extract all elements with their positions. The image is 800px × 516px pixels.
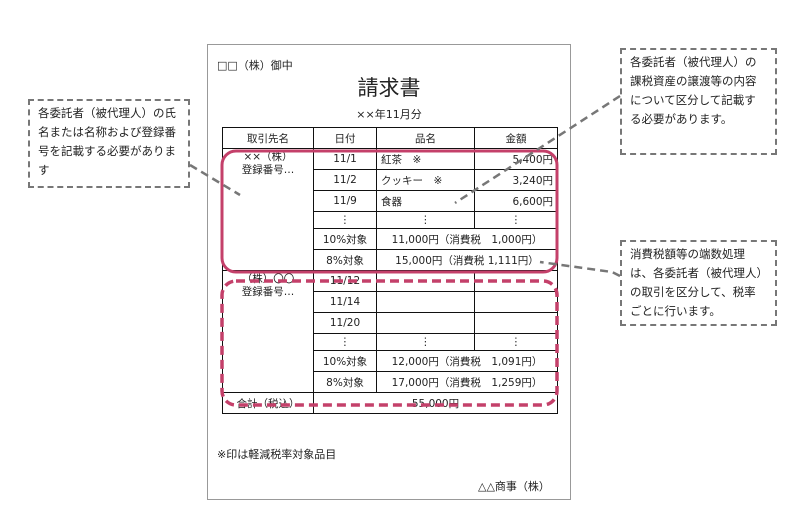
table-row: （株）〇〇登録番号… 11/12 [222, 270, 558, 393]
invoice-table: 取引先名 日付 品名 金額 ××（株）登録番号… 11/1 紅茶 ※ 5,400… [222, 127, 558, 414]
issuer-name: △△商事（株） [478, 480, 550, 493]
tax-value: 11,000円（消費税 1,000円） [376, 228, 558, 250]
client-cell: ××（株）登録番号… [222, 148, 314, 271]
tax-value: 15,000円（消費税 1,111円） [376, 249, 558, 271]
client-cell: （株）〇〇登録番号… [222, 270, 314, 393]
item-cell: 食器 [376, 190, 475, 212]
tax-label: 10%対象 [313, 350, 377, 372]
callout-left: 各委託者（被代理人）の氏名または名称および登録番号を記載する必要があります [28, 99, 190, 188]
date-cell: 11/9 [313, 190, 377, 212]
table-row: ××（株）登録番号… 11/1 紅茶 ※ 5,400円 [222, 148, 558, 271]
invoice-page [207, 44, 571, 500]
addressee: □□（株）御中 [217, 59, 293, 72]
group1-highlight [220, 149, 559, 274]
group2-highlight [220, 279, 559, 407]
registration-number: 登録番号… [241, 286, 295, 298]
amount-cell: 3,240円 [474, 169, 558, 191]
table-row: 11/2 クッキー ※ 3,240円 [223, 169, 558, 191]
invoice-period: ××年11月分 [356, 108, 422, 121]
callout-top-right: 各委託者（被代理人）の課税資産の譲渡等の内容について区分して記載する必要がありま… [620, 48, 777, 155]
callout-bottom-right: 消費税額等の端数処理は、各委託者（被代理人）の取引を区分して、税率ごとに行います… [620, 240, 777, 326]
leader-line-left [189, 163, 241, 197]
table-row: 11/9 食器 6,600円 [223, 190, 558, 212]
header-cell: 金額 [474, 127, 558, 149]
leader-line-top-right [454, 94, 621, 205]
registration-number: 登録番号… [241, 164, 295, 176]
amount-cell: 5,400円 [474, 148, 558, 170]
invoice-title: 請求書 [357, 76, 421, 100]
table-header: 取引先名 日付 品名 金額 [222, 127, 558, 149]
tax-row-8: 8%対象 15,000円（消費税 1,111円） [223, 249, 558, 271]
tax-row-10: 10%対象 11,000円（消費税 1,000円） [223, 228, 558, 250]
reduced-rate-note: ※印は軽減税率対象品目 [217, 448, 337, 461]
date-cell: 11/2 [313, 169, 377, 191]
leader-line-bottom-right [539, 260, 621, 278]
client-name: ××（株） [243, 151, 293, 163]
